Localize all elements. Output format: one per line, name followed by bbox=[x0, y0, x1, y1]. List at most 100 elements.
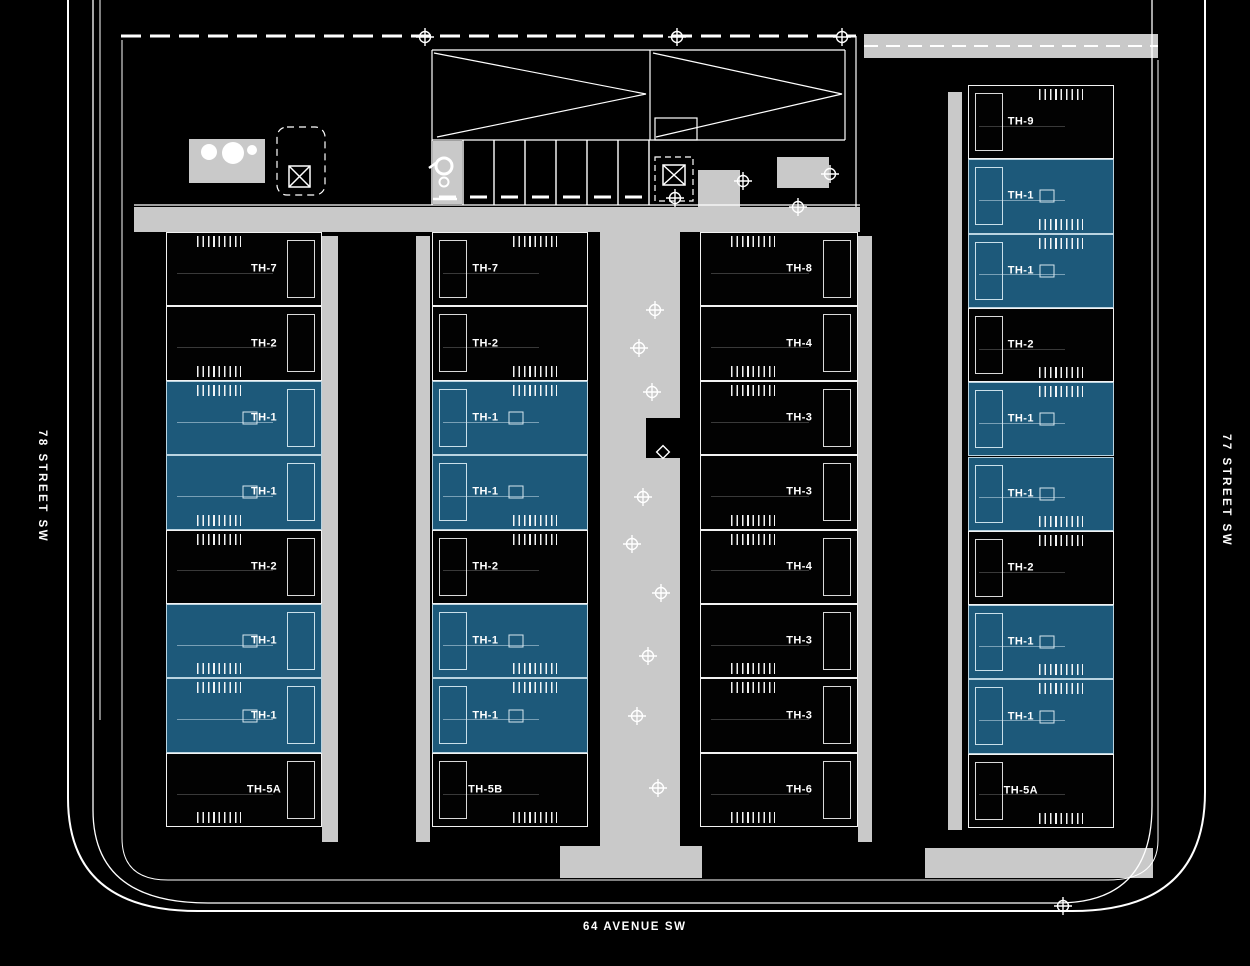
garage-outline bbox=[823, 388, 851, 447]
walkway-stub bbox=[646, 418, 680, 460]
unit-th-1[interactable]: TH-1 bbox=[968, 456, 1114, 531]
stair-hatch bbox=[197, 663, 241, 675]
unit-th-7[interactable]: TH-7 bbox=[166, 232, 322, 307]
garage-outline bbox=[439, 388, 467, 447]
unit-th-1[interactable]: TH-1 bbox=[166, 455, 322, 530]
unit-th-1[interactable]: TH-1 bbox=[432, 604, 588, 679]
unit-th-3[interactable]: TH-3 bbox=[700, 678, 858, 753]
unit-th-2[interactable]: TH-2 bbox=[432, 306, 588, 381]
fixture-icon bbox=[508, 709, 524, 723]
stair-hatch bbox=[1039, 386, 1083, 398]
garage-outline bbox=[439, 612, 467, 670]
unit-th-2[interactable]: TH-2 bbox=[432, 529, 588, 604]
unit-th-2[interactable]: TH-2 bbox=[166, 306, 322, 381]
utility-pad-circles bbox=[201, 142, 257, 164]
garage-outline bbox=[439, 760, 467, 819]
unit-th-1[interactable]: TH-1 bbox=[968, 159, 1114, 234]
unit-th-2[interactable]: TH-2 bbox=[968, 307, 1114, 383]
stair-hatch bbox=[1039, 812, 1083, 824]
stair-hatch bbox=[513, 365, 557, 377]
hydrant-icon bbox=[428, 156, 457, 201]
garage-outline bbox=[975, 167, 1003, 226]
garage-outline bbox=[823, 463, 851, 522]
unit-th-2[interactable]: TH-2 bbox=[166, 529, 322, 604]
street-curbs bbox=[67, 0, 1206, 912]
rear-walk-3 bbox=[858, 236, 872, 842]
stair-hatch bbox=[731, 812, 775, 824]
garage-outline bbox=[287, 388, 315, 447]
unit-th-1[interactable]: TH-1 bbox=[968, 382, 1114, 457]
fixture-icon bbox=[1039, 412, 1055, 426]
unit-th-1[interactable]: TH-1 bbox=[432, 678, 588, 753]
stair-hatch bbox=[731, 663, 775, 675]
unit-label: TH-4 bbox=[786, 337, 813, 350]
fixture-icon bbox=[1039, 189, 1055, 203]
unit-th-1[interactable]: TH-1 bbox=[166, 678, 322, 753]
drive-aisle bbox=[134, 207, 860, 232]
unit-label: TH-1 bbox=[472, 485, 499, 498]
garage-outline bbox=[975, 538, 1003, 597]
unit-th-3[interactable]: TH-3 bbox=[700, 380, 858, 456]
garage-outline bbox=[823, 314, 851, 373]
stair-hatch bbox=[1039, 218, 1083, 230]
stair-hatch bbox=[1039, 683, 1083, 695]
unit-label: TH-5B bbox=[468, 783, 503, 796]
garage-outline bbox=[975, 241, 1003, 300]
rear-walk-4 bbox=[948, 92, 962, 830]
stair-hatch bbox=[1039, 89, 1083, 100]
unit-th-8[interactable]: TH-8 bbox=[700, 232, 858, 307]
unit-label: TH-2 bbox=[1007, 561, 1034, 574]
unit-th-1[interactable]: TH-1 bbox=[432, 455, 588, 530]
unit-th-9[interactable]: TH-9 bbox=[968, 85, 1114, 160]
unit-th-1[interactable]: TH-1 bbox=[968, 233, 1114, 308]
transformer-box-icon bbox=[276, 126, 326, 196]
fixture-icon bbox=[1039, 264, 1055, 278]
stair-hatch bbox=[1039, 367, 1083, 379]
unit-th-4[interactable]: TH-4 bbox=[700, 306, 858, 381]
stair-hatch bbox=[197, 812, 241, 824]
stair-hatch bbox=[731, 514, 775, 526]
unit-label: TH-3 bbox=[786, 411, 813, 424]
unit-label: TH-1 bbox=[472, 709, 499, 722]
stair-hatch bbox=[197, 384, 241, 396]
unit-th-5b[interactable]: TH-5B bbox=[432, 752, 588, 828]
unit-th-1[interactable]: TH-1 bbox=[968, 679, 1114, 754]
garage-outline bbox=[287, 240, 315, 298]
garage-outline bbox=[287, 314, 315, 373]
unit-th-3[interactable]: TH-3 bbox=[700, 604, 858, 679]
unit-th-1[interactable]: TH-1 bbox=[166, 380, 322, 456]
central-walkway bbox=[600, 232, 680, 846]
unit-label: TH-3 bbox=[786, 485, 813, 498]
fixture-icon bbox=[242, 411, 258, 425]
garage-outline bbox=[975, 761, 1003, 820]
unit-th-2[interactable]: TH-2 bbox=[968, 530, 1114, 606]
chevron-markings bbox=[134, 36, 860, 207]
unit-th-6[interactable]: TH-6 bbox=[700, 752, 858, 828]
stair-hatch bbox=[197, 682, 241, 694]
garage-outline bbox=[287, 612, 315, 670]
unit-th-7[interactable]: TH-7 bbox=[432, 232, 588, 307]
unit-label: TH-3 bbox=[786, 634, 813, 647]
fixture-icon bbox=[508, 485, 524, 499]
unit-th-1[interactable]: TH-1 bbox=[432, 380, 588, 456]
rear-walk-2 bbox=[416, 236, 430, 842]
unit-th-5a[interactable]: TH-5A bbox=[968, 753, 1114, 828]
unit-label: TH-7 bbox=[472, 262, 499, 275]
unit-th-5a[interactable]: TH-5A bbox=[166, 752, 322, 828]
garage-outline bbox=[823, 612, 851, 670]
stair-hatch bbox=[197, 236, 241, 247]
garage-outline bbox=[975, 687, 1003, 746]
unit-label: TH-6 bbox=[786, 783, 813, 796]
unit-label: TH-1 bbox=[250, 485, 278, 498]
unit-th-4[interactable]: TH-4 bbox=[700, 529, 858, 604]
ramp-patch-1 bbox=[698, 170, 740, 207]
garage-outline bbox=[439, 240, 467, 298]
unit-th-1[interactable]: TH-1 bbox=[166, 604, 322, 679]
unit-label: TH-5A bbox=[1003, 784, 1039, 797]
unit-label: TH-9 bbox=[1007, 115, 1034, 128]
garage-outline bbox=[823, 686, 851, 745]
unit-th-1[interactable]: TH-1 bbox=[968, 605, 1114, 680]
garage-outline bbox=[287, 760, 315, 819]
unit-th-3[interactable]: TH-3 bbox=[700, 455, 858, 530]
